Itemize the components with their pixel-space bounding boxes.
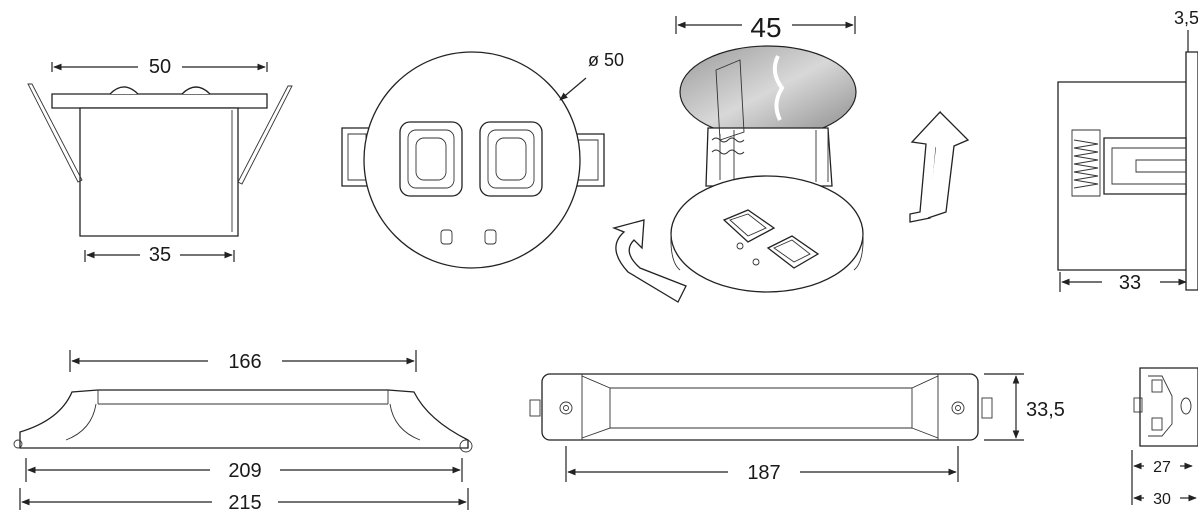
dim-driver-height: 33,5	[1026, 399, 1065, 421]
sensor-right-view: 3,5 33	[1057, 8, 1198, 294]
insert-arrow-icon	[909, 110, 970, 223]
dim-driver-length: 187	[747, 462, 780, 484]
driver-end-view: 27 30	[1131, 367, 1198, 508]
dim-sensor-diameter: ø 50	[588, 50, 624, 70]
dim-sensor-width-top: 50	[149, 56, 171, 78]
sensor-side-view: 50 35	[27, 56, 293, 266]
sensor-3d-view: 45	[670, 12, 864, 293]
dim-sensor-cutout: 45	[750, 12, 781, 43]
dim-driver-end-outer: 30	[1153, 491, 1171, 508]
rotate-arrow-icon	[611, 219, 687, 303]
dim-driver-mid: 209	[228, 460, 261, 482]
dim-driver-inner: 166	[228, 351, 261, 373]
driver-top-view: 33,5 187	[529, 373, 1065, 484]
sensor-front-view: ø 50	[341, 50, 624, 269]
dim-sensor-width-bottom: 35	[149, 244, 171, 266]
dim-driver-end-inner: 27	[1153, 459, 1171, 476]
driver-side-view: 166 209 215	[13, 350, 473, 512]
dim-sensor-height-top: 3,5	[1174, 8, 1198, 28]
dim-driver-outer: 215	[228, 492, 261, 512]
dim-sensor-depth: 33	[1119, 272, 1141, 294]
